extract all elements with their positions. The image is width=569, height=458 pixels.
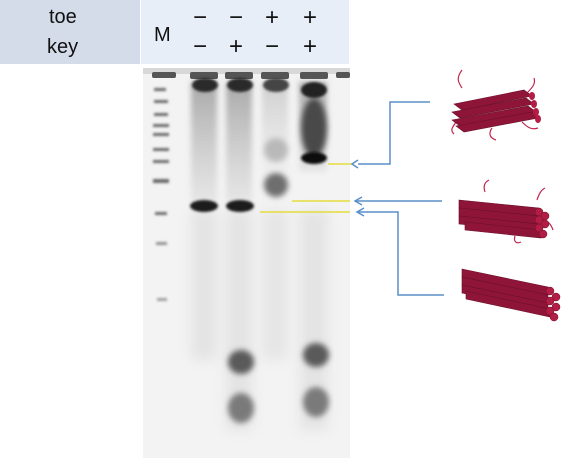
rod-end: [531, 100, 537, 108]
lane3-smear: [262, 82, 288, 182]
rod-end: [551, 302, 561, 312]
rod: [464, 221, 542, 239]
bare-bundle-icon: [461, 268, 561, 322]
lane1-haze: [191, 210, 217, 360]
lane4-main-band: [301, 152, 327, 164]
lane1-smear: [191, 82, 217, 202]
ladder-band: [155, 212, 167, 215]
lane2-key-sign: +: [229, 33, 244, 60]
lane1-toe-sign: −: [193, 4, 208, 31]
strand: [483, 179, 490, 193]
lane3-main-band: [264, 173, 288, 197]
lane2-well-band: [227, 78, 253, 92]
well-extra: [336, 72, 350, 78]
toe-row-label: toe: [49, 6, 77, 28]
lane3-upper-smear: [264, 138, 288, 162]
arrowhead-middle: [353, 196, 363, 206]
lane1-well-band: [192, 78, 218, 92]
well-lane2: [225, 72, 253, 79]
strand: [525, 77, 536, 95]
rod-end: [538, 229, 548, 239]
lane3-haze: [262, 210, 288, 360]
lane4-well-band: [301, 82, 327, 98]
marker-ladder: [153, 88, 169, 301]
strand: [513, 235, 522, 244]
lane2-smear: [226, 82, 252, 202]
lane3-well-band: [263, 78, 289, 92]
arrow-top: [358, 101, 430, 165]
bundle-with-key-strands-icon: [458, 179, 554, 244]
callout-arrows: [350, 101, 444, 296]
well-lane1: [190, 72, 218, 79]
ladder-band: [157, 298, 167, 301]
lane-condition-cell: [141, 0, 349, 64]
key-row-label: key: [47, 36, 79, 58]
strand: [489, 127, 497, 141]
rod-end: [545, 286, 555, 296]
lane3-key-sign: −: [265, 33, 280, 60]
lane4-low-band: [303, 343, 329, 367]
ladder-band: [153, 124, 169, 127]
arrowhead-top: [350, 159, 359, 169]
rod-end: [533, 108, 539, 116]
strand: [457, 69, 463, 89]
bundle-with-toe-strands-icon: [451, 69, 541, 141]
lane2-main-band: [226, 200, 254, 212]
ladder-band: [154, 113, 168, 116]
row-label-cell: [0, 0, 140, 64]
ladder-band: [154, 88, 166, 91]
ladder-band: [153, 160, 169, 163]
ladder-band: [153, 148, 169, 151]
lane4-lowest-band: [303, 387, 329, 417]
lane2-toe-sign: −: [229, 4, 244, 31]
lane4-upper-band: [301, 98, 327, 158]
ladder-band: [154, 100, 168, 103]
rod-end: [529, 92, 535, 100]
wells: [152, 72, 350, 79]
strand: [536, 187, 546, 201]
lane3-toe-sign: +: [265, 4, 280, 31]
rod-end: [534, 223, 544, 233]
rod-end: [545, 296, 555, 306]
strand: [451, 121, 457, 135]
ladder-band: [153, 179, 169, 183]
lane2-low-band: [228, 350, 254, 374]
lane4-key-sign: +: [303, 33, 318, 60]
marker-lane-label: M: [154, 24, 171, 46]
rod-end: [540, 219, 550, 229]
well-lane3: [261, 72, 289, 79]
strand: [521, 121, 539, 130]
arrowhead-bottom: [355, 207, 365, 217]
well-lane4: [300, 72, 328, 79]
rod-end: [535, 115, 541, 123]
ladder-band: [156, 242, 167, 245]
rod-end: [549, 312, 559, 322]
lane4-toe-sign: +: [303, 4, 318, 31]
arrow-bottom: [358, 211, 444, 296]
gel-top-edge: [143, 68, 350, 74]
well-marker: [152, 72, 176, 78]
ladder-band: [153, 133, 169, 136]
band-markers: [260, 163, 352, 213]
rod-end: [551, 292, 561, 302]
lane2-lowest-band: [228, 393, 254, 423]
lane1-main-band: [190, 200, 218, 212]
rod-end: [545, 306, 555, 316]
lane1-key-sign: −: [193, 33, 208, 60]
